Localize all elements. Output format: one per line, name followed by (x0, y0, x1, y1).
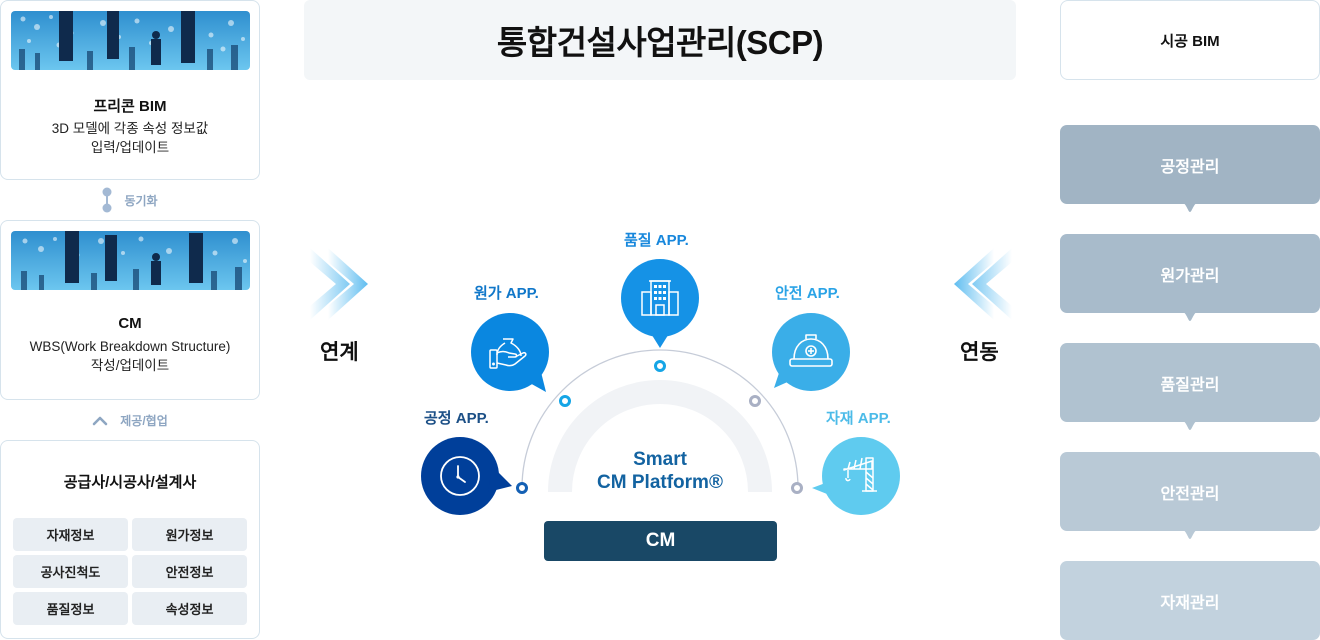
partners-title: 공급사/시공사/설계사 (63, 474, 197, 491)
platform-arc-band (548, 380, 772, 493)
management-step: 공정관리 (1060, 125, 1320, 212)
info-item: 품질정보 (13, 592, 128, 625)
orbit-node-quality (654, 360, 666, 372)
description-line: WBS(Work Breakdown Structure) (29, 339, 231, 354)
description-line: 3D 모델에 각종 속성 정보값 (51, 121, 209, 136)
quality-app-label: 품질 APP. (624, 232, 689, 249)
quality-app-bubble (621, 259, 699, 348)
management-step: 원가관리 (1060, 234, 1320, 321)
process-app-bubble (421, 437, 512, 515)
orbit-node-process (516, 482, 528, 494)
down-arrow-notch-icon (1181, 420, 1199, 430)
cm-base-label: CM (645, 530, 676, 551)
orbit-node-safety (749, 395, 761, 407)
info-item: 공사진척도 (13, 555, 128, 588)
orbit-node-cost (559, 395, 571, 407)
management-step: 품질관리 (1060, 343, 1320, 430)
double-chevron-left-icon (954, 248, 1012, 320)
cost-app-label: 원가 APP. (474, 285, 539, 302)
management-step-label: 원가관리 (1160, 267, 1220, 285)
integration-label: 연동 (960, 341, 999, 364)
management-step: 자재관리 (1060, 561, 1320, 640)
info-item: 안전정보 (132, 555, 247, 588)
clock-icon (440, 456, 480, 496)
info-item: 자재정보 (13, 518, 128, 551)
partners-card: 공급사/시공사/설계사 자재정보 원가정보 공사진척도 안전정보 품질정보 속성… (0, 440, 260, 639)
double-chevron-right-icon (310, 248, 368, 320)
sync-dots-icon (102, 187, 112, 213)
platform-orbit (521, 349, 799, 489)
sync-label: 동기화 (124, 193, 158, 208)
safety-helmet-icon (789, 334, 833, 367)
business-crowd-photo (11, 11, 250, 70)
header-banner: 통합건설사업관리(SCP) (304, 0, 1016, 80)
card-title: CM (118, 315, 142, 332)
platform-name-line: CM Platform® (597, 472, 723, 493)
material-app-label: 자재 APP. (826, 410, 891, 427)
info-item: 속성정보 (132, 592, 247, 625)
collaboration-label: 제공/협업 (120, 413, 168, 428)
platform-diagram (421, 259, 900, 515)
down-arrow-notch-icon (1181, 202, 1199, 212)
cm-card: CM WBS(Work Breakdown Structure) 작성/업데이트 (0, 220, 260, 400)
construction-bim-title: 시공 BIM (1160, 32, 1220, 50)
platform-name: Smart CM Platform® (560, 448, 760, 494)
link-label: 연계 (320, 341, 359, 364)
description-line: 작성/업데이트 (90, 358, 170, 373)
material-app-bubble (812, 437, 900, 515)
business-crowd-photo (11, 231, 250, 290)
safety-app-bubble (772, 313, 850, 391)
info-item: 원가정보 (132, 518, 247, 551)
cost-app-bubble (471, 313, 549, 392)
money-bag-hand-icon (489, 338, 527, 369)
down-arrow-notch-icon (1181, 529, 1199, 539)
safety-app-label: 안전 APP. (775, 285, 840, 302)
cm-base-bar: CM (544, 521, 777, 561)
building-icon (641, 280, 679, 316)
management-step-label: 공정관리 (1160, 158, 1220, 176)
platform-name-line: Smart (633, 449, 687, 470)
collaboration-connector: 제공/협업 (0, 400, 260, 440)
card-description: 3D 모델에 각종 속성 정보값 입력/업데이트 (1, 119, 259, 157)
sync-connector: 동기화 (0, 180, 260, 220)
management-step: 안전관리 (1060, 452, 1320, 539)
process-app-label: 공정 APP. (424, 410, 489, 427)
orbit-node-material (791, 482, 803, 494)
card-title: 프리콘 BIM (93, 98, 167, 115)
precon-bim-card: 프리콘 BIM 3D 모델에 각종 속성 정보값 입력/업데이트 (0, 0, 260, 180)
construction-bim-box: 시공 BIM (1060, 0, 1320, 80)
tower-crane-icon (843, 457, 877, 492)
page-title: 통합건설사업관리(SCP) (496, 24, 824, 61)
description-line: 입력/업데이트 (90, 140, 170, 155)
card-description: WBS(Work Breakdown Structure) 작성/업데이트 (1, 337, 259, 375)
management-step-label: 자재관리 (1160, 594, 1220, 612)
chevron-up-icon (92, 415, 108, 426)
down-arrow-notch-icon (1181, 311, 1199, 321)
management-step-label: 품질관리 (1160, 376, 1220, 394)
partner-info-grid: 자재정보 원가정보 공사진척도 안전정보 품질정보 속성정보 (13, 518, 247, 625)
management-step-label: 안전관리 (1160, 485, 1220, 503)
